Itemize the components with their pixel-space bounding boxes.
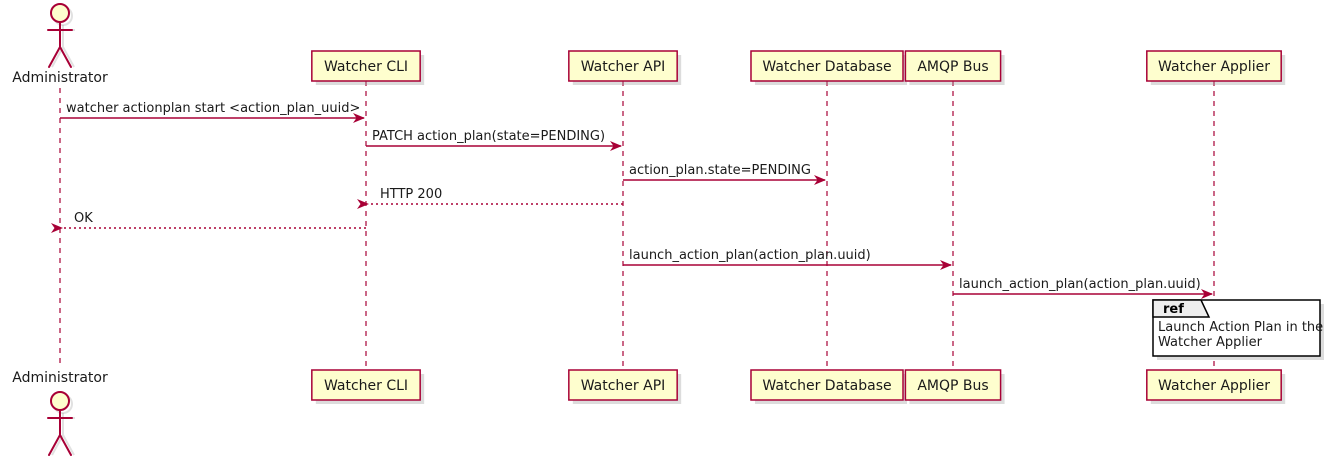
participant-watcher-applier[interactable]: Watcher Applier [1146,50,1286,85]
ref-line-1: Watcher Applier [1158,335,1263,350]
participant-watcher-api[interactable]: Watcher API [568,50,682,85]
ref-line-0: Launch Action Plan in the [1158,320,1323,335]
box-body [750,50,904,82]
ref-tab [1152,299,1211,318]
message-label-6: launch_action_plan(action_plan.uuid) [629,248,871,263]
participant-watcher-cli[interactable]: Watcher CLI [311,50,425,85]
box-body [904,50,1002,82]
message-6: launch_action_plan(action_plan.uuid) [623,248,952,270]
box-body [1146,50,1282,82]
actor-head [50,3,70,23]
participant-watcher-database[interactable]: Watcher Database [750,369,908,404]
actor-administrator: Administrator [12,3,108,86]
actor-head [50,391,70,411]
box-body [311,50,421,82]
message-5: OK [51,211,366,233]
box-body [311,369,421,401]
participant-label-watcher-cli: Watcher CLI [324,378,408,394]
message-7: launch_action_plan(action_plan.uuid) [953,277,1213,299]
participant-label-amqp-bus: AMQP Bus [917,59,988,75]
actor-body [47,409,73,456]
participant-label-amqp-bus: AMQP Bus [917,378,988,394]
participant-label-watcher-database: Watcher Database [762,59,891,75]
participant-label-watcher-applier: Watcher Applier [1158,59,1270,75]
participant-amqp-bus[interactable]: AMQP Bus [904,50,1005,85]
participant-watcher-applier[interactable]: Watcher Applier [1146,369,1286,404]
message-label-1: watcher actionplan start <action_plan_uu… [66,101,360,116]
message-label-5: OK [74,211,93,226]
box-body [568,369,678,401]
box-body [750,369,904,401]
actor-administrator: Administrator [12,370,108,456]
participant-label-watcher-api: Watcher API [581,59,666,75]
message-1: watcher actionplan start <action_plan_uu… [60,101,365,123]
message-label-3: action_plan.state=PENDING [629,163,811,178]
messages-group: watcher actionplan start <action_plan_uu… [51,101,1213,299]
participant-watcher-cli[interactable]: Watcher CLI [311,369,425,404]
message-2: PATCH action_plan(state=PENDING) [366,129,622,151]
box-body [904,369,1002,401]
participant-label-administrator: Administrator [12,70,108,86]
top-participants-group: Administrator Watcher CLI Watcher API Watch… [12,3,1286,86]
message-label-2: PATCH action_plan(state=PENDING) [372,129,605,144]
box-body [568,50,678,82]
participant-watcher-api[interactable]: Watcher API [568,369,682,404]
message-label-7: launch_action_plan(action_plan.uuid) [959,277,1201,292]
participant-label-administrator: Administrator [12,370,108,386]
box-body [1146,369,1282,401]
participant-label-watcher-database: Watcher Database [762,378,891,394]
participant-amqp-bus[interactable]: AMQP Bus [904,369,1005,404]
message-3: action_plan.state=PENDING [623,163,826,185]
actor-body [47,21,73,68]
participant-watcher-database[interactable]: Watcher Database [750,50,908,85]
message-label-4: HTTP 200 [380,187,442,202]
participant-label-watcher-applier: Watcher Applier [1158,378,1270,394]
participant-label-watcher-api: Watcher API [581,378,666,394]
lifelines-group [59,81,1215,370]
message-4: HTTP 200 [357,187,623,209]
ref-keyword: ref [1163,302,1184,317]
participant-label-watcher-cli: Watcher CLI [324,59,408,75]
